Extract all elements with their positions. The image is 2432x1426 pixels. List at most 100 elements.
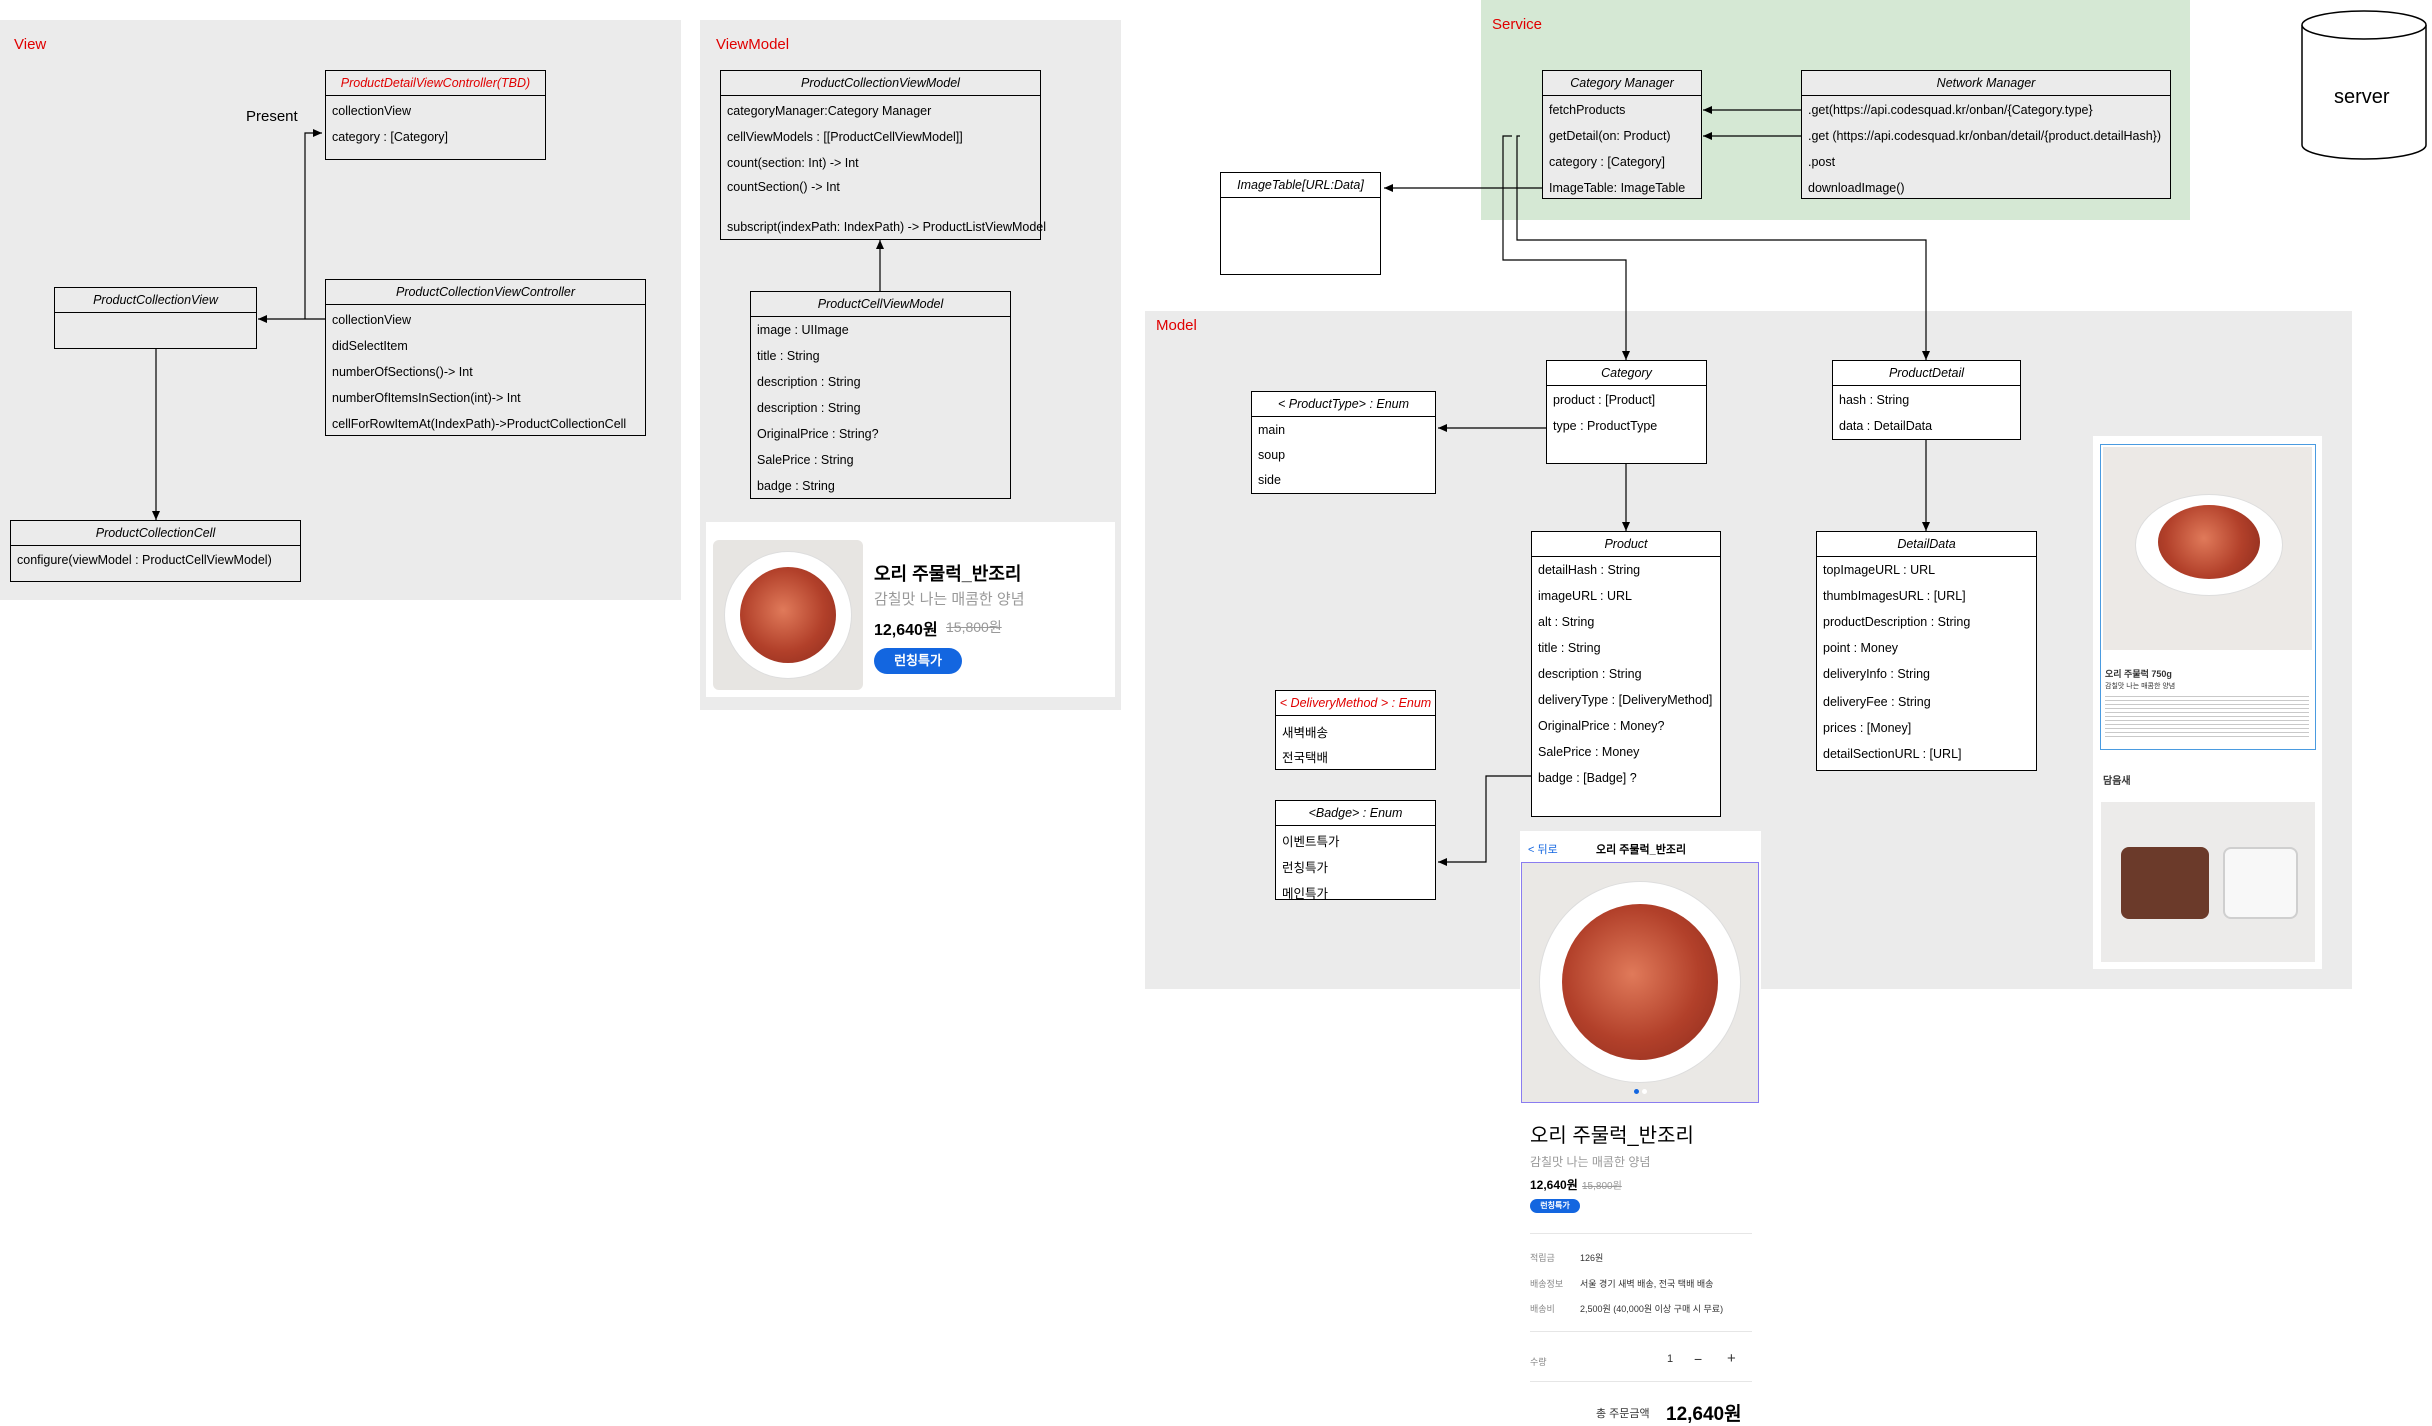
class-field: 런칭특가 (1282, 861, 1329, 875)
class-title: ProductCellViewModel (751, 292, 1010, 317)
class-field: getDetail(on: Product) (1549, 129, 1671, 143)
class-field: main (1258, 423, 1286, 437)
class-title: < DeliveryMethod > : Enum (1276, 691, 1435, 716)
info-value: 서울 경기 새벽 배송, 전국 택배 배송 (1580, 1279, 1714, 1289)
page-indicator-dot-active (1634, 1089, 1639, 1094)
image-table-class[interactable]: ImageTable[URL:Data] (1220, 172, 1381, 275)
class-title: ImageTable[URL:Data] (1221, 173, 1380, 198)
description-text-lines (2105, 693, 2309, 737)
package-box (2121, 847, 2209, 919)
product-thumbnail (713, 540, 863, 690)
nav-title: 오리 주물럭_반조리 (1596, 844, 1687, 856)
section-product-sub: 감칠맛 나는 매콤한 양념 (2105, 683, 2176, 690)
class-field: deliveryInfo : String (1823, 667, 1930, 681)
product-detail-screen-mockup: < 뒤로 오리 주물럭_반조리 오리 주물럭_반조리 감칠맛 나는 매콤한 양념… (1520, 831, 1761, 1425)
class-field: description : String (1538, 667, 1642, 681)
class-field: OriginalPrice : Money? (1538, 719, 1665, 733)
product-type-enum-class[interactable]: < ProductType> : Enum main soup side (1251, 391, 1436, 494)
cell-sale-price: 12,640원 (874, 622, 938, 639)
viewmodel-panel-title: ViewModel (716, 36, 790, 53)
network-manager-class[interactable]: Network Manager .get(https://api.codesqu… (1801, 70, 2171, 199)
total-label: 총 주문금액 (1596, 1408, 1650, 1420)
class-field: collectionView (332, 313, 411, 327)
detail-data-class[interactable]: DetailData topImageURL : URL thumbImages… (1816, 531, 2037, 771)
package-container (2223, 847, 2298, 919)
class-field: side (1258, 473, 1281, 487)
class-field: didSelectItem (332, 339, 408, 353)
quantity-plus-button[interactable]: + (1727, 1350, 1736, 1367)
quantity-label: 수량 (1530, 1357, 1547, 1367)
detail-original-price: 15,800원 (1582, 1181, 1622, 1192)
class-title: Category (1547, 361, 1706, 386)
selected-description-area[interactable]: 오리 주물럭 750g 감칠맛 나는 매콤한 양념 (2100, 444, 2316, 750)
product-collection-view-controller-class[interactable]: ProductCollectionViewController collecti… (325, 279, 646, 436)
product-detail-view-controller-class[interactable]: ProductDetailViewController(TBD) collect… (325, 70, 546, 160)
product-class[interactable]: Product detailHash : String imageURL : U… (1531, 531, 1721, 817)
class-title: ProductCollectionView (55, 288, 256, 313)
product-cell-view-model-class[interactable]: ProductCellViewModel image : UIImage tit… (750, 291, 1011, 499)
class-field: thumbImagesURL : [URL] (1823, 589, 1966, 603)
class-field: SalePrice : Money (1538, 745, 1640, 759)
class-field: numberOfSections()-> Int (332, 365, 473, 379)
packaging-photo (2101, 802, 2315, 962)
class-field: imageURL : URL (1538, 589, 1633, 603)
class-field: topImageURL : URL (1823, 563, 1936, 577)
class-field: numberOfItemsInSection(int)-> Int (332, 391, 521, 405)
class-title: ProductCollectionCell (11, 521, 300, 546)
info-label: 배송정보 (1530, 1279, 1564, 1289)
category-class[interactable]: Category product : [Product] type : Prod… (1546, 360, 1707, 464)
class-field: deliveryType : [DeliveryMethod] (1538, 693, 1713, 707)
class-field: .get(https://api.codesquad.kr/onban/{Cat… (1808, 103, 2093, 117)
product-detail-class[interactable]: ProductDetail hash : String data : Detai… (1832, 360, 2021, 440)
quantity-minus-button[interactable]: − (1694, 1351, 1703, 1367)
food-image (2158, 505, 2260, 579)
detail-badge: 런칭특가 (1530, 1199, 1580, 1213)
service-panel-title: Service (1492, 16, 1543, 33)
product-collection-view-class[interactable]: ProductCollectionView (54, 287, 257, 349)
class-field: description : String (757, 375, 861, 389)
model-panel-title: Model (1156, 317, 1197, 334)
detail-sale-price: 12,640원 (1530, 1178, 1578, 1192)
class-field: hash : String (1839, 393, 1910, 407)
food-image (1562, 904, 1718, 1060)
class-title: ProductDetailViewController(TBD) (326, 71, 545, 96)
class-field: categoryManager:Category Manager (727, 104, 932, 118)
class-field: count(section: Int) -> Int (727, 156, 859, 170)
class-title: ProductCollectionViewModel (721, 71, 1040, 96)
detail-section-mockup: 오리 주물럭 750g 감칠맛 나는 매콤한 양념 담음새 (2093, 436, 2322, 969)
class-title: Category Manager (1543, 71, 1701, 96)
class-title: Product (1532, 532, 1720, 557)
class-field: 새벽배송 (1282, 726, 1329, 740)
class-field: 메인특가 (1282, 887, 1329, 901)
class-field: .get (https://api.codesquad.kr/onban/det… (1808, 129, 2162, 143)
class-field: point : Money (1823, 641, 1899, 655)
product-collection-view-model-class[interactable]: ProductCollectionViewModel categoryManag… (720, 70, 1046, 240)
class-field: configure(viewModel : ProductCellViewMod… (17, 553, 272, 567)
class-field: badge : String (757, 479, 835, 493)
class-title: ProductDetail (1833, 361, 2020, 386)
class-field: collectionView (332, 104, 411, 118)
class-title: DetailData (1817, 532, 2036, 557)
class-field: 전국택배 (1282, 751, 1329, 765)
quantity-value: 1 (1667, 1353, 1674, 1365)
badge-enum-class[interactable]: <Badge> : Enum 이벤트특가 런칭특가 메인특가 (1275, 800, 1436, 901)
class-field: downloadImage() (1808, 181, 1905, 195)
class-field: product : [Product] (1553, 393, 1656, 407)
delivery-method-enum-class[interactable]: < DeliveryMethod > : Enum 새벽배송 전국택배 (1275, 690, 1436, 770)
product-collection-cell-class[interactable]: ProductCollectionCell configure(viewMode… (10, 520, 301, 582)
view-panel-title: View (14, 36, 47, 53)
class-field: OriginalPrice : String? (757, 427, 879, 441)
class-field: productDescription : String (1823, 615, 1971, 629)
info-label: 배송비 (1530, 1304, 1555, 1314)
class-field: title : String (757, 349, 820, 363)
class-field: .post (1808, 155, 1836, 169)
top-image-carousel[interactable] (1521, 862, 1759, 1103)
category-manager-class[interactable]: Category Manager fetchProducts getDetail… (1542, 70, 1702, 199)
back-button[interactable]: < 뒤로 (1528, 844, 1558, 856)
divider (1530, 1233, 1752, 1234)
class-field: category : [Category] (332, 130, 449, 144)
class-title: Network Manager (1802, 71, 2170, 96)
class-field: cellViewModels : [[ProductCellViewModel]… (727, 130, 963, 144)
page-indicator-dot (1642, 1089, 1647, 1094)
